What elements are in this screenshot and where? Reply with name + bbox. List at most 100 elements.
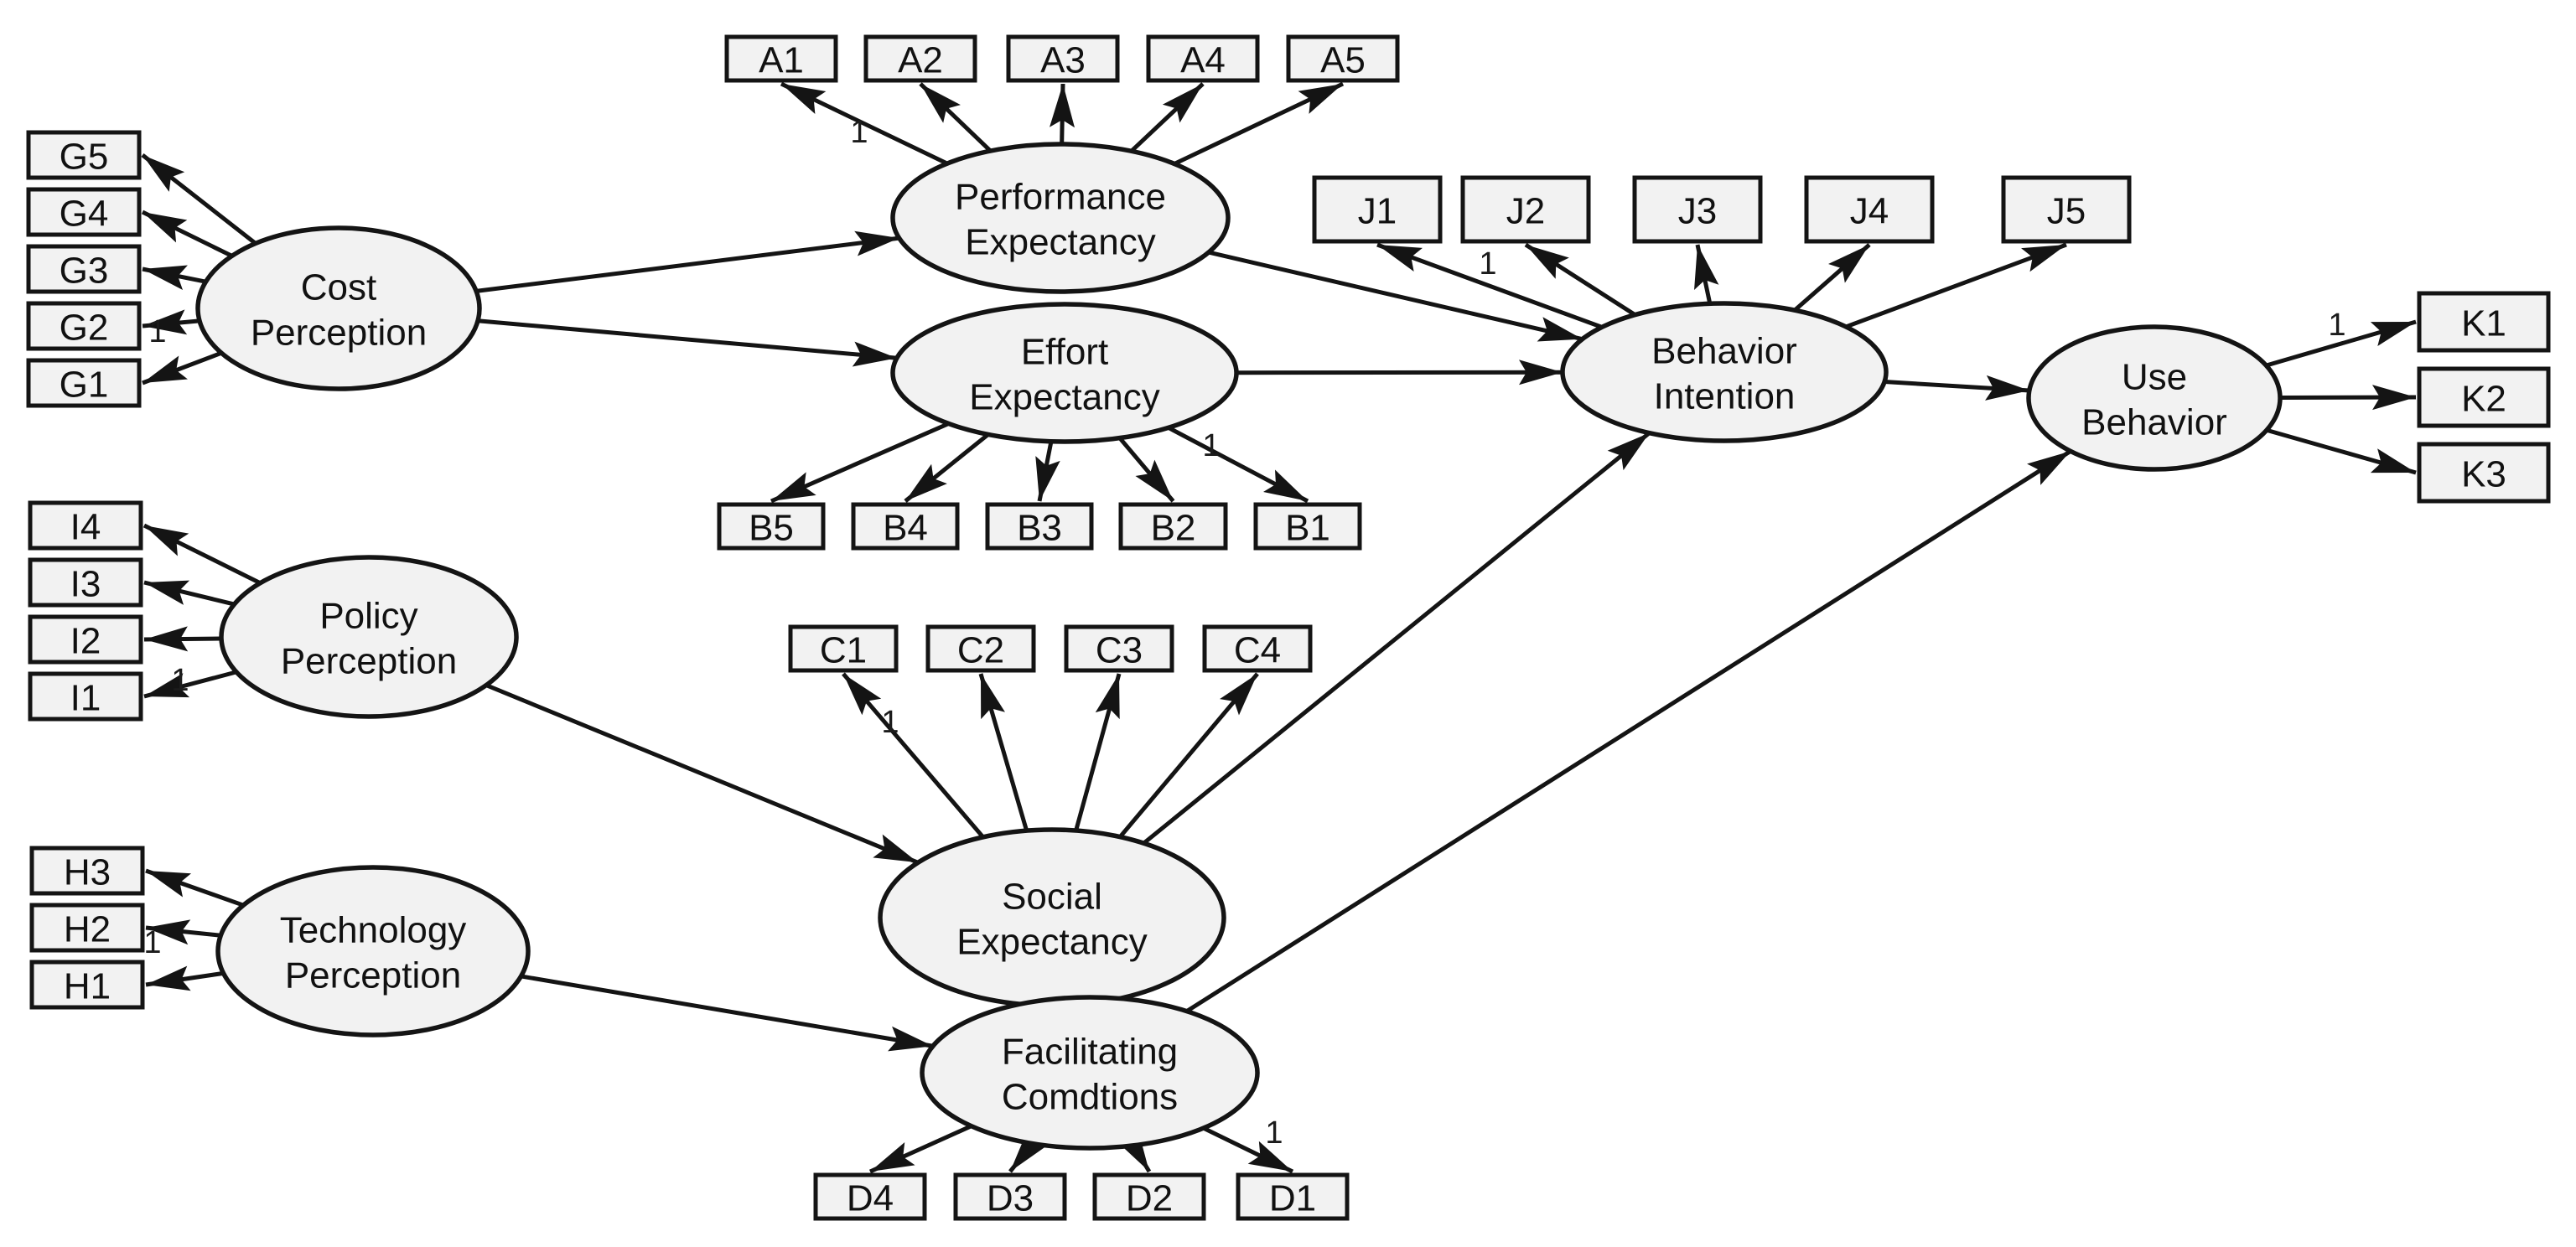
loading-arrow-behavior_intention-J5 bbox=[1845, 242, 2067, 329]
indicator-C4: C4 bbox=[1202, 624, 1313, 673]
indicator-box bbox=[863, 34, 977, 83]
loading-arrow-facilitating_comdtions-D4 bbox=[868, 1124, 972, 1174]
weight-label-G1: 1 bbox=[148, 314, 166, 349]
latent-label-line2: Behavior bbox=[2081, 402, 2227, 443]
indicator-G1: G1 bbox=[26, 358, 142, 408]
indicator-box bbox=[1006, 34, 1120, 83]
latent-label-line2: Expectancy bbox=[956, 922, 1147, 963]
indicator-box bbox=[29, 846, 145, 896]
loading-arrow-use_behavior-K2 bbox=[2279, 385, 2417, 411]
latent-label-line1: Policy bbox=[319, 596, 417, 637]
loading-arrow-facilitating_comdtions-D2 bbox=[1116, 1127, 1152, 1173]
indicator-box bbox=[2417, 291, 2551, 353]
indicator-box bbox=[1804, 175, 1935, 244]
weight-label-A1: 1 bbox=[850, 115, 868, 150]
indicator-J4: J4 bbox=[1804, 175, 1935, 244]
indicator-box bbox=[29, 903, 145, 953]
indicator-box bbox=[28, 557, 143, 608]
loading-arrow-social_expectancy-C4 bbox=[1118, 672, 1259, 839]
latent-label-line1: Cost bbox=[301, 267, 376, 308]
loading-arrow-technology_perception-H1 bbox=[145, 965, 224, 991]
indicator-box bbox=[1202, 624, 1313, 673]
latent-ellipse bbox=[1560, 301, 1889, 443]
indicator-label: D2 bbox=[1126, 1178, 1173, 1219]
indicator-label: B5 bbox=[749, 508, 794, 549]
loading-arrow-technology_perception-H2 bbox=[145, 919, 221, 945]
latent-label-line2: Perception bbox=[285, 955, 461, 996]
indicator-box bbox=[953, 1172, 1067, 1221]
indicator-B4: B4 bbox=[851, 502, 960, 551]
indicator-G4: G4 bbox=[26, 187, 142, 237]
indicator-box bbox=[2417, 366, 2551, 428]
loading-arrow-effort_expectancy-B2 bbox=[1117, 437, 1175, 503]
indicator-label: I3 bbox=[70, 564, 101, 605]
path-arrow-performance_expectancy-to-behavior_intention bbox=[1208, 250, 1583, 342]
indicator-label: A2 bbox=[898, 40, 943, 81]
loading-arrow-use_behavior-K1 bbox=[2265, 319, 2417, 368]
indicator-label: H3 bbox=[64, 852, 111, 893]
indicator-label: H1 bbox=[64, 966, 111, 1007]
latent-label-line1: Behavior bbox=[1651, 331, 1797, 372]
indicator-box bbox=[1632, 175, 1763, 244]
loading-arrow-behavior_intention-J4 bbox=[1793, 243, 1871, 313]
indicator-label: H2 bbox=[64, 909, 111, 950]
loading-arrow-behavior_intention-J2 bbox=[1524, 242, 1636, 317]
indicator-label: D1 bbox=[1269, 1178, 1316, 1219]
loading-arrow-effort_expectancy-B1 bbox=[1167, 426, 1309, 504]
indicator-I4: I4 bbox=[28, 500, 143, 551]
indicator-label: B4 bbox=[883, 508, 928, 549]
indicator-box bbox=[26, 187, 142, 237]
loading-arrow-cost_perception-G3 bbox=[142, 265, 206, 290]
indicator-B2: B2 bbox=[1118, 502, 1228, 551]
indicator-box bbox=[26, 358, 142, 408]
loading-arrow-behavior_intention-J3 bbox=[1694, 244, 1719, 304]
loading-arrow-performance_expectancy-A1 bbox=[780, 81, 949, 166]
loading-arrow-cost_perception-G2 bbox=[142, 309, 200, 335]
indicator-box bbox=[2001, 175, 2132, 244]
indicator-B5: B5 bbox=[717, 502, 826, 551]
indicator-label: I1 bbox=[70, 678, 101, 719]
indicator-K1: K1 bbox=[2417, 291, 2551, 353]
indicator-J3: J3 bbox=[1632, 175, 1763, 244]
indicator-G5: G5 bbox=[26, 130, 142, 180]
loading-arrow-policy_perception-I3 bbox=[143, 580, 236, 607]
latent-ellipse bbox=[890, 302, 1239, 444]
indicator-label: K1 bbox=[2461, 303, 2506, 344]
weight-label-B1: 1 bbox=[1202, 428, 1220, 463]
indicator-D1: D1 bbox=[1236, 1172, 1350, 1221]
indicator-label: G2 bbox=[60, 308, 109, 349]
latent-label-line1: Technology bbox=[280, 910, 467, 951]
latent-ellipse bbox=[195, 225, 482, 391]
latent-label-line1: Facilitating bbox=[1002, 1032, 1178, 1073]
latent-ellipse bbox=[215, 865, 531, 1037]
path-arrow-behavior_intention-to-use_behavior bbox=[1884, 375, 2029, 401]
indicator-label: B2 bbox=[1151, 508, 1196, 549]
indicator-label: A4 bbox=[1180, 40, 1226, 81]
indicator-box bbox=[29, 960, 145, 1010]
loading-arrow-cost_perception-G1 bbox=[142, 350, 223, 385]
indicator-label: G3 bbox=[60, 251, 109, 292]
weight-label-I1: 1 bbox=[171, 663, 189, 698]
indicator-box bbox=[26, 244, 142, 294]
indicator-A5: A5 bbox=[1286, 34, 1400, 83]
indicator-C2: C2 bbox=[925, 624, 1036, 673]
indicator-A4: A4 bbox=[1146, 34, 1260, 83]
indicator-box bbox=[1092, 1172, 1206, 1221]
loading-arrow-effort_expectancy-B3 bbox=[1035, 441, 1060, 502]
indicator-A1: A1 bbox=[724, 34, 838, 83]
indicator-I1: I1 bbox=[28, 671, 143, 722]
indicator-H3: H3 bbox=[29, 846, 145, 896]
indicator-J2: J2 bbox=[1460, 175, 1591, 244]
indicator-label: I4 bbox=[70, 507, 101, 548]
path-arrow-policy_perception-to-social_expectancy bbox=[485, 683, 920, 865]
indicator-box bbox=[1146, 34, 1260, 83]
indicator-J1: J1 bbox=[1312, 175, 1443, 244]
indicator-box bbox=[2417, 442, 2551, 504]
indicator-box bbox=[28, 500, 143, 551]
indicator-A3: A3 bbox=[1006, 34, 1120, 83]
loading-arrow-facilitating_comdtions-D1 bbox=[1202, 1125, 1294, 1174]
